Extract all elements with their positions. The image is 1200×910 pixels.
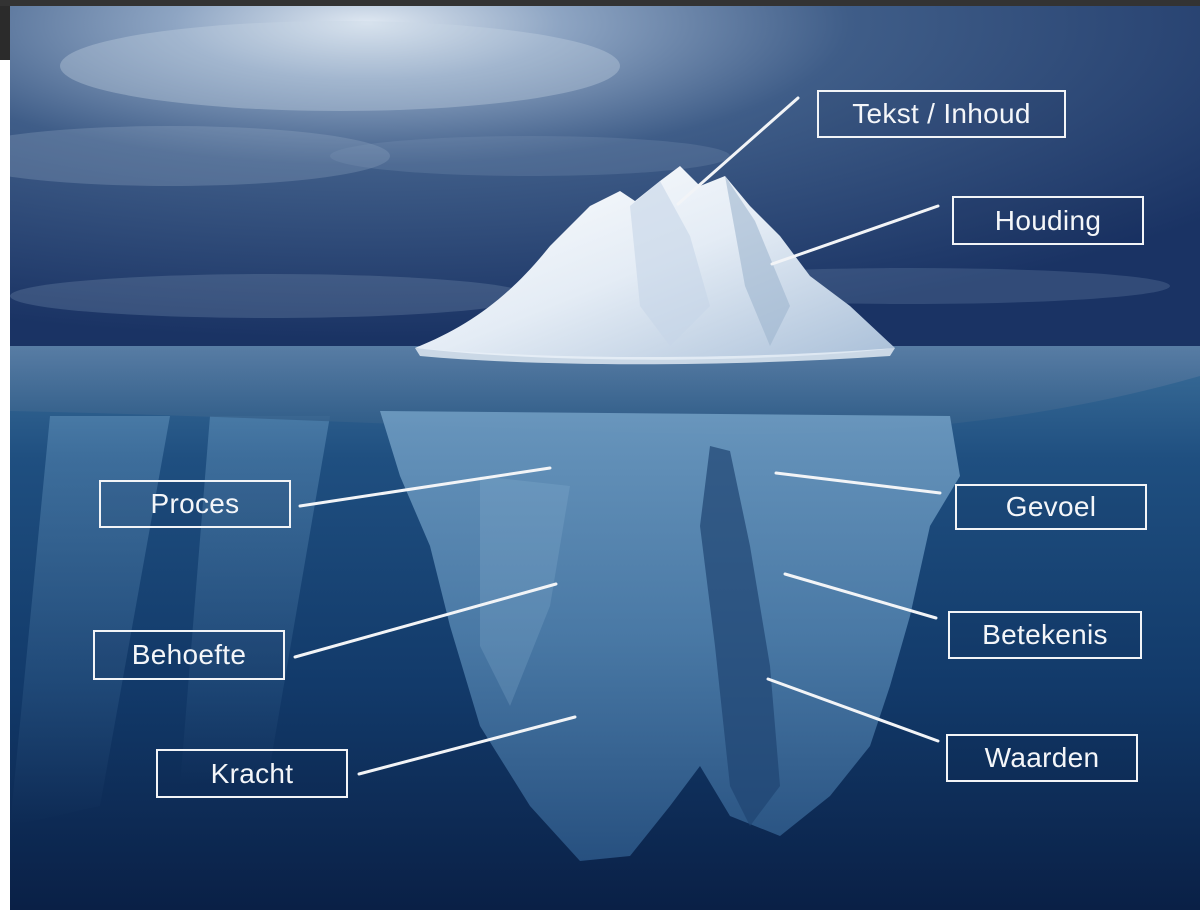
iceberg-scene — [10, 6, 1200, 910]
connector-gevoel — [774, 471, 942, 495]
slide-left-edge — [0, 60, 10, 910]
connector-lines — [293, 96, 942, 776]
label-gevoel: Gevoel — [955, 484, 1147, 530]
label-waarden: Waarden — [946, 734, 1138, 782]
label-proces: Proces — [99, 480, 291, 528]
label-tekst-inhoud: Tekst / Inhoud — [817, 90, 1066, 138]
connector-tekst-inhoud — [676, 96, 800, 206]
connector-proces — [298, 466, 552, 508]
iceberg-illustration — [10, 6, 1200, 910]
window-top-edge — [0, 0, 1200, 6]
label-behoefte: Behoefte — [93, 630, 285, 680]
connector-betekenis — [783, 572, 938, 620]
connector-behoefte — [293, 582, 558, 659]
label-kracht: Kracht — [156, 749, 348, 798]
label-betekenis: Betekenis — [948, 611, 1142, 659]
connector-waarden — [766, 677, 940, 743]
connector-kracht — [357, 715, 577, 776]
connector-houding — [770, 204, 940, 266]
label-houding: Houding — [952, 196, 1144, 245]
